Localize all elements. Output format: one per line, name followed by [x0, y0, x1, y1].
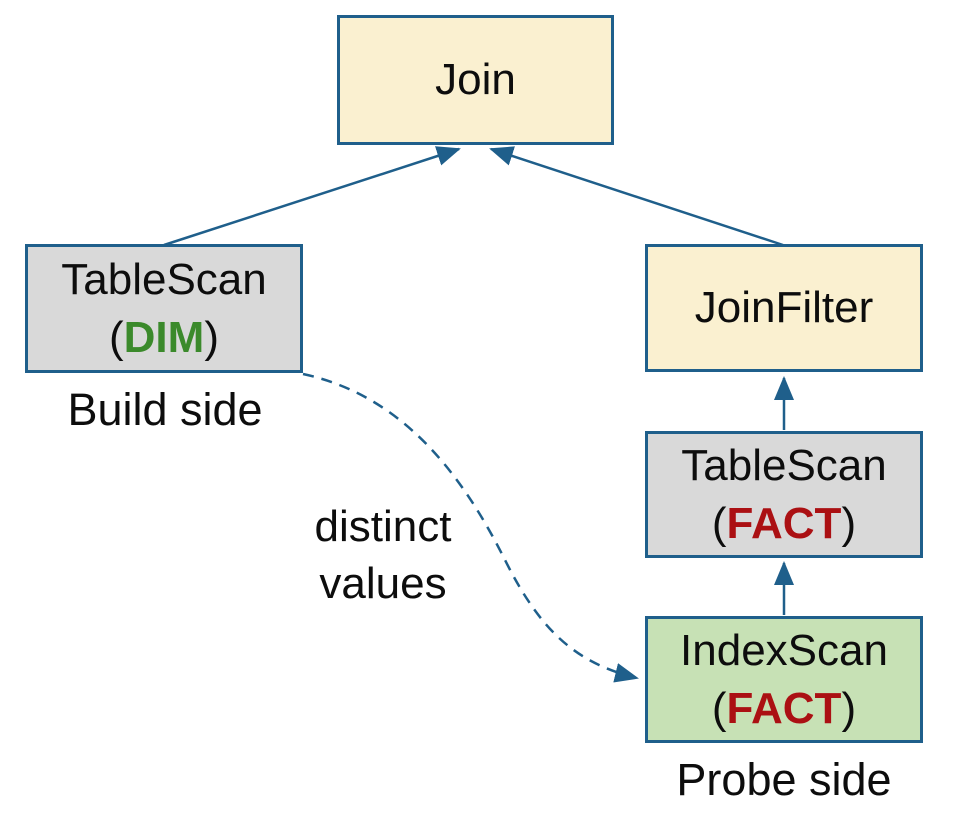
distinct-values-label: distinct values — [258, 498, 508, 612]
node-tablescan-dim-subtitle: (DIM) — [109, 312, 219, 362]
node-join-label: Join — [435, 55, 516, 104]
edge-tablescan-dim-to-join — [163, 146, 461, 247]
node-join: Join — [337, 15, 614, 145]
node-indexscan-fact-title: IndexScan — [680, 625, 888, 675]
distinct-values-line2: values — [319, 559, 447, 608]
dim-tag: DIM — [123, 312, 205, 362]
fact-tag: FACT — [726, 683, 842, 733]
node-tablescan-fact-title: TableScan — [681, 440, 887, 490]
node-tablescan-dim-title: TableScan — [61, 254, 267, 304]
probe-side-caption: Probe side — [676, 754, 892, 805]
node-joinfilter-label: JoinFilter — [694, 283, 874, 332]
node-tablescan-dim-text: TableScan (DIM) — [61, 251, 266, 367]
edge-distinct-values-dashed — [302, 372, 639, 683]
fact-tag: FACT — [726, 498, 842, 548]
edge-joinfilter-to-join — [489, 146, 784, 247]
node-tablescan-dim: TableScan (DIM) — [25, 244, 303, 373]
distinct-values-line1: distinct — [314, 502, 452, 551]
node-tablescan-fact: TableScan (FACT) — [645, 431, 923, 558]
build-side-caption: Build side — [67, 384, 263, 435]
node-tablescan-fact-text: TableScan (FACT) — [681, 437, 886, 553]
node-indexscan-fact: IndexScan (FACT) — [645, 616, 923, 743]
node-joinfilter: JoinFilter — [645, 244, 923, 372]
node-tablescan-fact-subtitle: (FACT) — [711, 498, 857, 548]
node-indexscan-fact-subtitle: (FACT) — [711, 683, 857, 733]
node-indexscan-fact-text: IndexScan (FACT) — [680, 622, 888, 738]
